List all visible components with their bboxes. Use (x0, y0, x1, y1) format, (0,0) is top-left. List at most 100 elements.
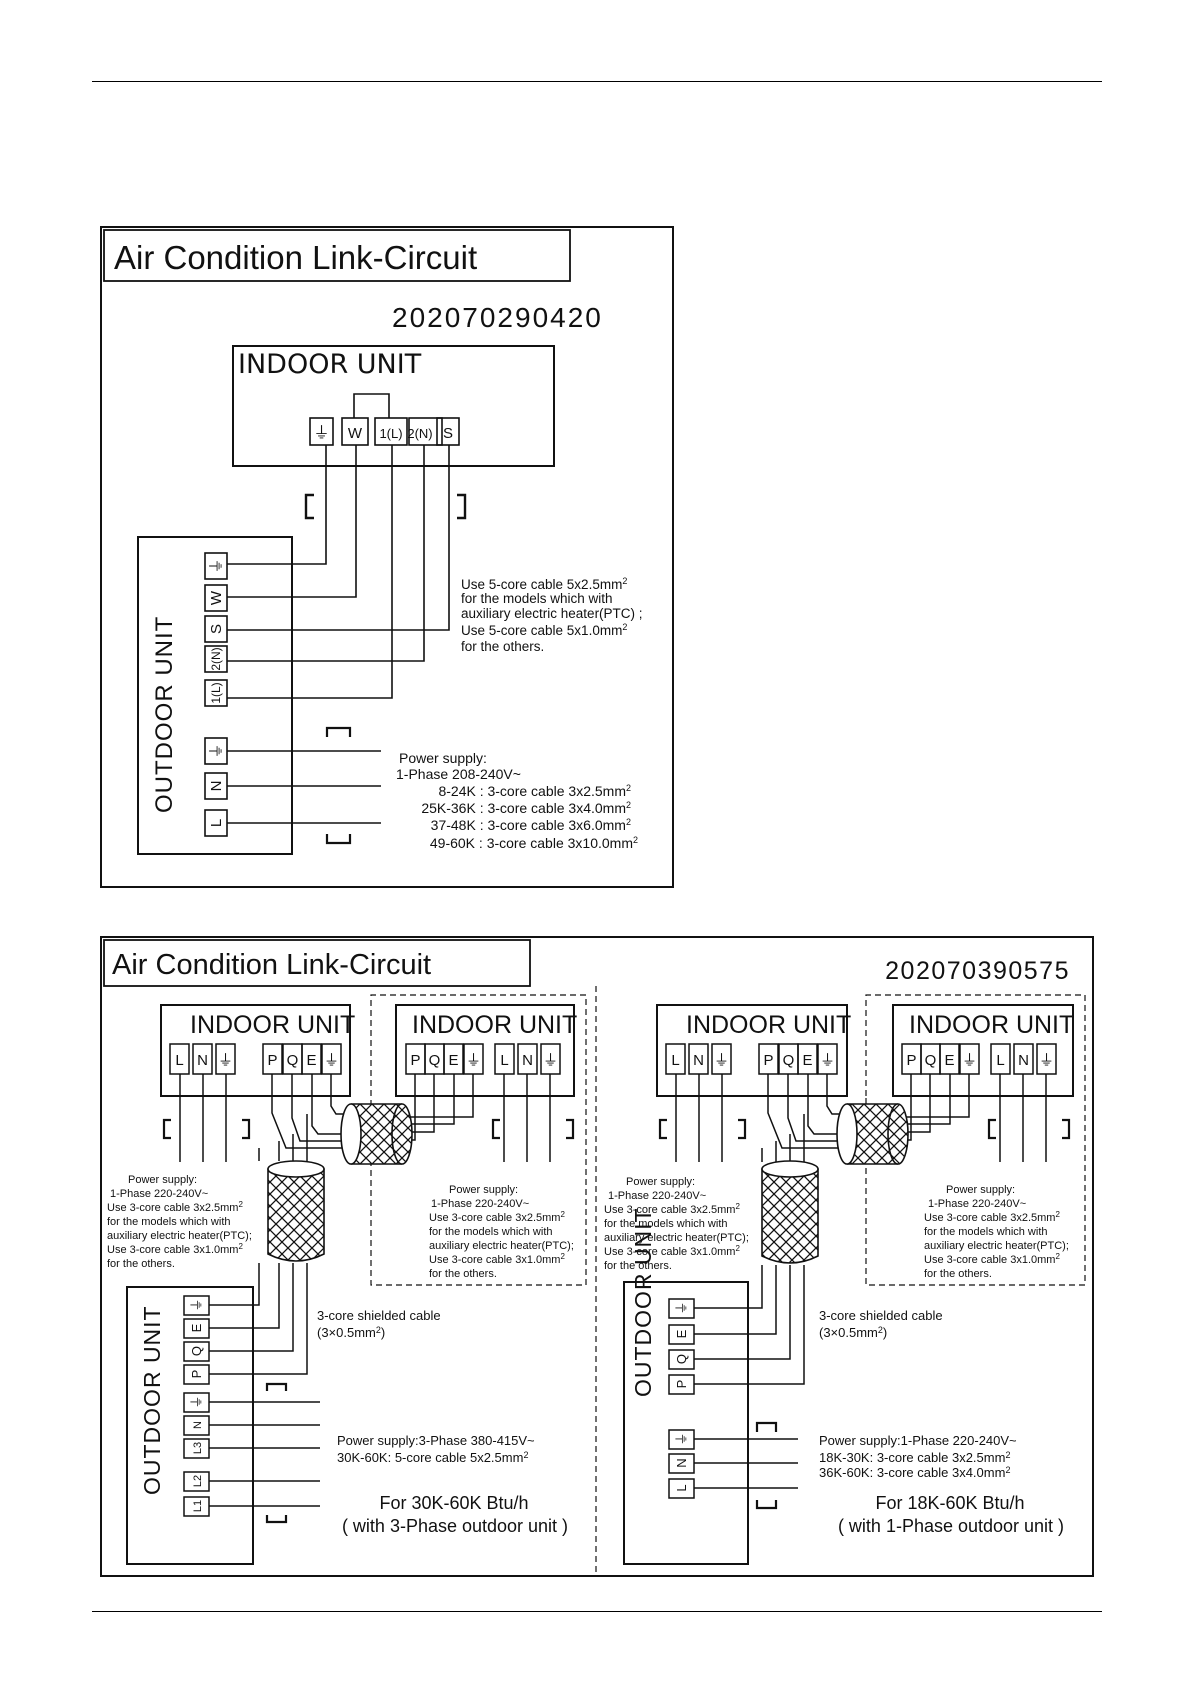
diagram-2-code: 202070390575 (885, 957, 1070, 985)
svg-text:25K-36K : 3-core cable 3x4.0m: 25K-36K : 3-core cable 3x4.0mm2 (421, 800, 631, 816)
svg-text:⏚: ⏚ (543, 1051, 558, 1069)
svg-text:P: P (410, 1052, 420, 1069)
svg-text:1-Phase 208-240V~: 1-Phase 208-240V~ (396, 766, 521, 782)
right-indoor-b-dashed-zone (865, 994, 1086, 1286)
left-shield-note: 3-core shielded cable (317, 1308, 441, 1323)
svg-text:P: P (189, 1370, 204, 1379)
right-indoor-unit-b (892, 1004, 1074, 1097)
left-indoor-b-label: INDOOR UNIT (412, 1011, 577, 1039)
svg-text:N: N (197, 1052, 208, 1069)
outdoor-power-n: N (208, 781, 225, 792)
svg-text:E: E (306, 1052, 316, 1069)
svg-text:1-Phase 220-240V~: 1-Phase 220-240V~ (928, 1198, 1026, 1210)
svg-text:auxiliary electric heater(PTC): auxiliary electric heater(PTC); (604, 1232, 749, 1244)
right-outdoor-terminal-labels: ⏚ E Q P ⏚ N L (674, 1301, 690, 1491)
svg-text:Use 3-core cable 3x2.5mm2: Use 3-core cable 3x2.5mm2 (107, 1200, 243, 1214)
svg-text:N: N (1018, 1052, 1029, 1069)
svg-text:⏚: ⏚ (1039, 1051, 1054, 1069)
svg-text:E: E (448, 1052, 458, 1069)
outdoor-terminal-2n: 2(N) (209, 647, 223, 670)
svg-text:N: N (192, 1421, 204, 1429)
diagram-1-cable-note: Use 5-core cable 5x2.5mm2 for the models… (461, 576, 643, 654)
svg-text:L: L (175, 1052, 183, 1069)
svg-text:L: L (500, 1052, 508, 1069)
svg-text:Use 3-core cable 3x1.0mm2: Use 3-core cable 3x1.0mm2 (429, 1252, 565, 1266)
left-indoor-unit-a (160, 1004, 351, 1097)
svg-text:L: L (996, 1052, 1004, 1069)
left-outdoor-terminal-labels: ⏚ E Q P ⏚ N L3 L2 L1 (189, 1298, 205, 1512)
svg-text:Q: Q (925, 1052, 937, 1069)
diagram-1-code: 202070290420 (392, 302, 603, 333)
outdoor-terminal-ground: ⏚ (207, 558, 225, 573)
svg-text:for the models which with: for the models which with (924, 1226, 1048, 1238)
indoor-terminal-1l: 1(L) (379, 426, 402, 441)
svg-text:for the others.: for the others. (107, 1258, 175, 1270)
svg-text:⏚: ⏚ (218, 1051, 233, 1069)
svg-text:for the models which with: for the models which with (604, 1218, 728, 1230)
right-indoor-b-power-note: Power supply: 1-Phase 220-240V~ Use 3-co… (924, 1184, 1069, 1280)
svg-text:auxiliary electric heater(PTC): auxiliary electric heater(PTC); (429, 1240, 574, 1252)
svg-text:Power supply:1-Phase 220-240V~: Power supply:1-Phase 220-240V~ (819, 1433, 1017, 1448)
right-indoor-a-label: INDOOR UNIT (686, 1011, 851, 1039)
svg-text:auxiliary electric heater(PTC): auxiliary electric heater(PTC); (924, 1240, 1069, 1252)
left-indoor-a-label: INDOOR UNIT (190, 1011, 355, 1039)
svg-text:P: P (906, 1052, 916, 1069)
right-shield-horizontal (847, 1104, 898, 1164)
svg-text:Use 5-core cable 5x2.5mm2: Use 5-core cable 5x2.5mm2 (461, 576, 627, 592)
svg-text:for the models which with: for the models which with (107, 1216, 231, 1228)
right-outdoor-unit-box (623, 1281, 749, 1565)
svg-text:P: P (267, 1052, 277, 1069)
svg-text:Power supply:3-Phase 380-415V~: Power supply:3-Phase 380-415V~ (337, 1433, 535, 1448)
svg-text:Power supply:: Power supply: (128, 1174, 197, 1186)
diagram-1 (100, 226, 674, 888)
right-outdoor-power-note: Power supply:1-Phase 220-240V~ 18K-30K: … (819, 1433, 1017, 1480)
svg-text:L2: L2 (192, 1475, 204, 1487)
svg-text:(3×0.5mm2): (3×0.5mm2) (819, 1325, 887, 1340)
svg-text:18K-30K: 3-core cable 3x2.5mm: 18K-30K: 3-core cable 3x2.5mm2 (819, 1450, 1010, 1465)
svg-text:Power supply:: Power supply: (399, 750, 487, 766)
svg-text:1-Phase 220-240V~: 1-Phase 220-240V~ (431, 1198, 529, 1210)
left-indoor-b-dashed-zone (370, 994, 587, 1286)
left-caption-line-1: For 30K-60K Btu/h (379, 1493, 528, 1513)
indoor-unit-box (232, 345, 555, 467)
svg-text:Q: Q (783, 1052, 795, 1069)
diagram-2-frame (100, 936, 1094, 1577)
svg-text:Use 3-core cable 3x2.5mm2: Use 3-core cable 3x2.5mm2 (429, 1210, 565, 1224)
footer-rule (92, 1611, 1102, 1612)
svg-text:Use 3-core cable 3x2.5mm2: Use 3-core cable 3x2.5mm2 (924, 1210, 1060, 1224)
svg-text:Q: Q (189, 1346, 204, 1356)
svg-text:⏚: ⏚ (675, 1301, 690, 1314)
svg-text:E: E (674, 1329, 689, 1338)
svg-text:⏚: ⏚ (962, 1051, 977, 1069)
svg-text:1-Phase 220-240V~: 1-Phase 220-240V~ (608, 1190, 706, 1202)
svg-text:⏚: ⏚ (190, 1395, 205, 1408)
diagram-2 (100, 936, 1094, 1577)
svg-text:N: N (674, 1458, 689, 1467)
svg-text:E: E (189, 1323, 204, 1332)
svg-text:Q: Q (429, 1052, 441, 1069)
svg-text:for the others.: for the others. (429, 1268, 497, 1280)
svg-text:Use 5-core cable 5x1.0mm2: Use 5-core cable 5x1.0mm2 (461, 622, 627, 638)
indoor-terminal-s-box (436, 417, 460, 446)
svg-text:auxiliary electric heater(PTC): auxiliary electric heater(PTC) ; (461, 606, 643, 621)
svg-text:for the models which with: for the models which with (429, 1226, 553, 1238)
svg-text:for the others.: for the others. (604, 1260, 672, 1272)
svg-text:30K-60K: 5-core cable 5x2.5mm: 30K-60K: 5-core cable 5x2.5mm2 (337, 1450, 528, 1465)
left-outdoor-unit-label: OUTDOOR UNIT (139, 1305, 165, 1495)
diagram-1-power-note: Power supply: 1-Phase 208-240V~ 8-24K : … (396, 750, 638, 851)
right-indoor-unit-a (656, 1004, 848, 1097)
left-indoor-b-power-note: Power supply: 1-Phase 220-240V~ Use 3-co… (429, 1184, 574, 1280)
svg-text:⏚: ⏚ (190, 1298, 205, 1311)
indoor-terminal-s: S (443, 425, 453, 442)
svg-text:L3: L3 (192, 1442, 204, 1454)
diagram-2-title-box (103, 939, 531, 987)
svg-text:⏚: ⏚ (820, 1051, 835, 1069)
right-caption-line-1: For 18K-60K Btu/h (875, 1493, 1024, 1513)
right-caption-line-2: ( with 1-Phase outdoor unit ) (838, 1516, 1064, 1536)
right-indoor-b-label: INDOOR UNIT (909, 1011, 1074, 1039)
svg-text:36K-60K: 3-core cable 3x4.0mm: 36K-60K: 3-core cable 3x4.0mm2 (819, 1465, 1010, 1480)
svg-text:(3×0.5mm2): (3×0.5mm2) (317, 1325, 385, 1340)
indoor-terminal-2n: 2(N) (407, 426, 432, 441)
svg-text:37-48K : 3-core cable 3x6.0mm: 37-48K : 3-core cable 3x6.0mm2 (431, 817, 631, 833)
indoor-terminal-ground: ⏚ (313, 423, 329, 442)
